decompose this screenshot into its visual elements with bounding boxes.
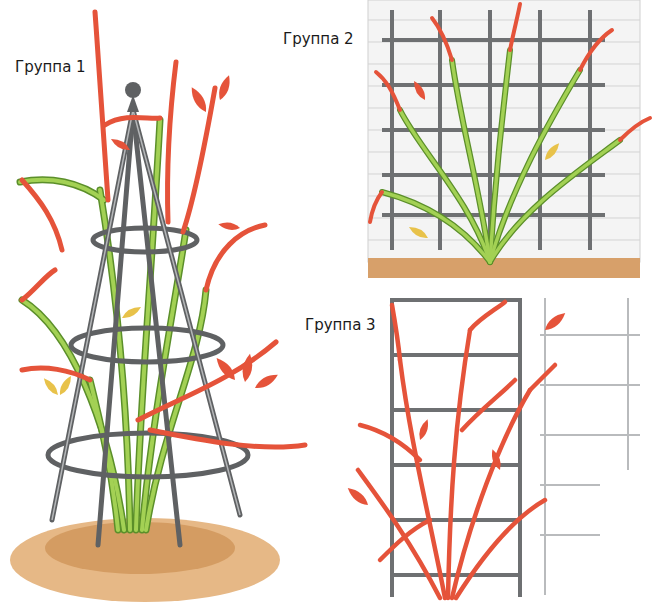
red-canes (358, 302, 555, 598)
obelisk-highlight (52, 110, 240, 520)
red-leaves (109, 74, 280, 392)
red-leaves (345, 310, 568, 508)
group-label: Группа 1 (15, 58, 86, 76)
faded-trellis (540, 298, 640, 595)
group-label: Группа 3 (305, 316, 376, 334)
yellow-leaf (542, 141, 562, 162)
brick-wall (368, 0, 640, 262)
soil (368, 258, 640, 278)
group-label: Группа 2 (283, 30, 354, 48)
finial-ball (125, 82, 141, 98)
red-canes (22, 12, 305, 447)
red-leaf (411, 79, 428, 102)
green-stems (382, 50, 620, 262)
yellow-leaves (41, 304, 143, 397)
obelisk-support (48, 110, 248, 545)
green-stems (20, 120, 206, 530)
yellow-leaf (407, 224, 430, 241)
red-tips (370, 4, 650, 222)
